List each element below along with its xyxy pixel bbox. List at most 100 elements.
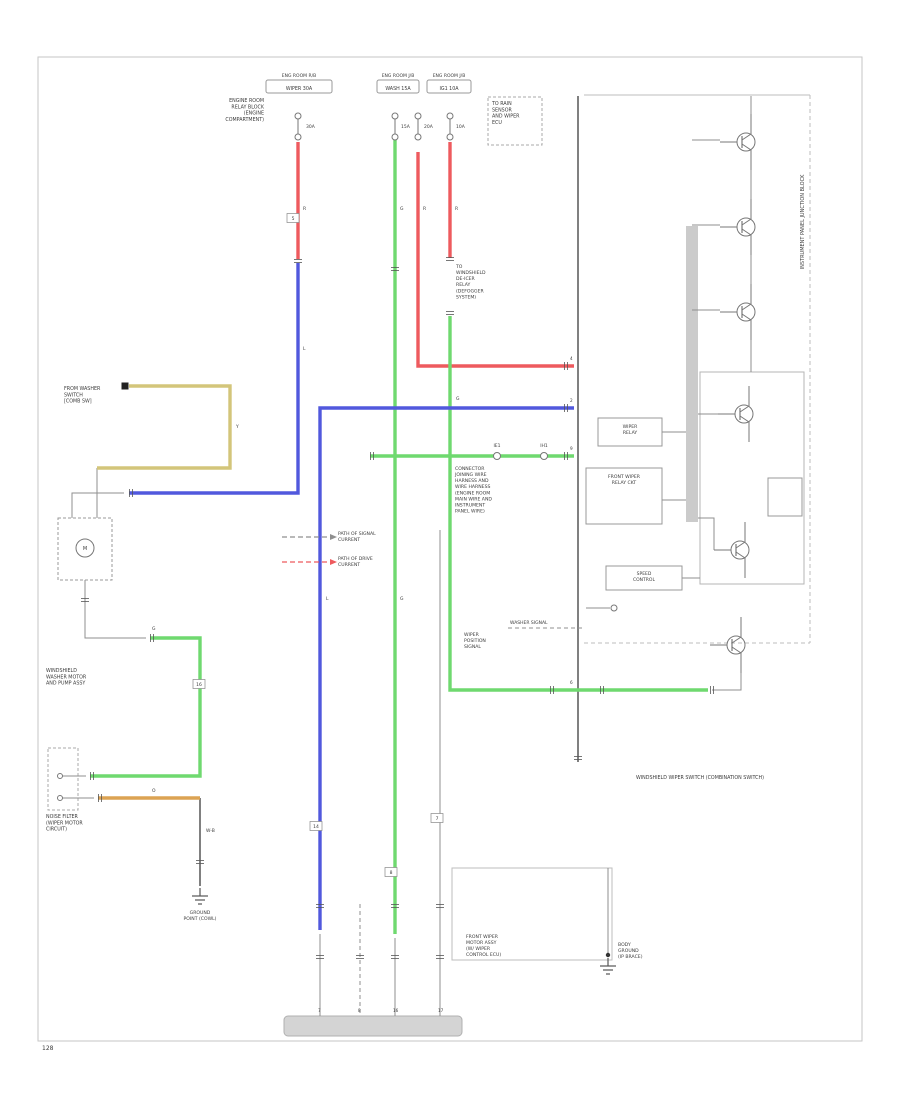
label-fuse-2-amp: 15A — [401, 124, 411, 130]
label-ground-ip-label: (IP BRACE) — [618, 954, 643, 960]
label-pin-17: 17 — [438, 1008, 444, 1013]
label-wiper-relay-label: RELAY — [623, 430, 638, 436]
label-legend-signal-label: CURRENT — [338, 537, 360, 543]
label-pin-7: 7 — [318, 1008, 321, 1013]
label-deicer-note: SYSTEM) — [456, 294, 476, 300]
driver-tr-5-collector — [735, 522, 746, 549]
label-washer-signal-label: WASHER SIGNAL — [510, 620, 548, 626]
label-connector-id-ie1: IE1 — [493, 443, 500, 449]
legend-signal-arrow-head — [330, 534, 337, 540]
noise-filter-box — [47, 747, 79, 811]
label-rain-sensor-note: ECU — [492, 120, 502, 126]
label-footer-code: 128 — [42, 1045, 54, 1052]
wiper-fuse-bottom — [294, 133, 302, 141]
label-wire-code-g2: G — [456, 396, 460, 402]
wire-tag-14-text: 14 — [313, 824, 319, 830]
label-wiper-motor-label: FRONT WIPER — [466, 934, 499, 940]
label-combination-switch-caption: WINDSHIELD WIPER SWITCH (COMBINATION SWI… — [636, 775, 764, 781]
fuse-box-2 — [376, 79, 420, 94]
driver-tr-6-body — [726, 635, 746, 655]
driver-tr-3-emitter — [741, 313, 752, 340]
wiper-motor-box — [451, 867, 613, 961]
driver-tr-6-collector — [731, 617, 742, 644]
driver-tr-1-emitter — [741, 143, 752, 170]
washer-motor-lead-3 — [84, 580, 146, 639]
label-deicer-note: RELAY — [456, 282, 471, 288]
washer-motor-wire-green — [90, 636, 202, 778]
label-wire-code-y1: Y — [235, 424, 239, 430]
label-fuse-1-amp: 30A — [306, 124, 316, 130]
wire-tag-16 — [192, 679, 206, 689]
label-deicer-note: TO — [455, 264, 463, 270]
label-washer-switch-label: FROM WASHER — [64, 386, 101, 392]
label-harness-joint-note: WIRE HARNESS — [455, 484, 490, 490]
position-connector — [610, 604, 618, 612]
driver-tr-1-body — [736, 132, 756, 152]
tr6-out-link — [712, 673, 742, 691]
label-connector-id-ih1: IH1 — [540, 443, 548, 449]
label-washer-motor-label: AND PUMP ASSY — [46, 681, 85, 687]
label-deicer-note: (DEFOGGER — [456, 288, 485, 294]
label-ground-cowl-label: POINT (COWL) — [184, 916, 217, 922]
label-position-signal-label: POSITION — [464, 638, 486, 644]
label-ground-ip-label: GROUND — [618, 948, 639, 954]
label-wire-code-wb1: W-B — [206, 828, 215, 834]
label-noise-filter-label: (WIPER MOTOR — [46, 820, 83, 826]
driver-tr-2-body — [736, 217, 756, 237]
inline-connector-ih1 — [540, 452, 548, 460]
ign-wire-red — [416, 152, 574, 368]
driver-tr-2-collector — [741, 199, 752, 226]
driver-tr-4-emitter — [739, 415, 750, 442]
label-pin-9: 9 — [570, 446, 573, 451]
label-fuse-3-amp: 20A — [424, 124, 434, 130]
ground-ip-dot — [605, 952, 611, 958]
wiper-fuse-top — [294, 112, 302, 120]
label-wiper-motor-label: (W/ WIPER — [466, 946, 491, 952]
washer-fuse-bottom — [391, 133, 399, 141]
relay-area-box — [699, 371, 805, 585]
label-relay-circuit-label: FRONT WIPER — [608, 474, 641, 480]
wire-tag-7-text: 7 — [436, 816, 439, 822]
label-deicer-note: WINDSHIELD — [456, 270, 486, 276]
washer-motor-lead-1 — [71, 492, 124, 518]
note-box — [487, 96, 543, 146]
wire-tag-8 — [384, 867, 398, 877]
label-engine-room-block-label: ENGINE ROOM — [229, 98, 264, 104]
ign-fuse-top — [414, 112, 422, 120]
label-wire-code-r2: R — [423, 206, 426, 212]
label-ground-cowl-label: GROUND — [190, 910, 211, 916]
label-wiper-motor-label: MOTOR ASSY — [466, 940, 497, 946]
driver-tr-3-collector — [741, 284, 752, 311]
wiper-feed-wire-blue — [129, 263, 300, 495]
label-wire-code-r3: R — [455, 206, 458, 212]
aux-box — [767, 477, 803, 517]
label-relay-circuit-label: RELAY CKT — [612, 480, 637, 486]
label-motor-symbol-label: M — [83, 546, 87, 552]
inline-connector-ie1 — [493, 452, 501, 460]
label-wire-code-g3: G — [400, 596, 404, 602]
label-pin-6: 6 — [570, 680, 573, 685]
label-fuse-3-name: IG1 10A — [439, 86, 459, 92]
label-fuse-box-1-header: ENG ROOM R/B — [282, 73, 316, 79]
relay-circuit-box — [585, 467, 663, 525]
label-harness-joint-note: MAIN WIRE AND — [455, 496, 492, 502]
label-harness-joint-note: INSTRUMENT — [455, 502, 485, 508]
label-fuse-box-2-header: ENG ROOM J/B — [382, 73, 415, 79]
label-engine-room-block-label: RELAY BLOCK — [231, 104, 264, 110]
label-wire-code-g4: G — [152, 626, 156, 632]
wire-tag-8-text: 8 — [390, 870, 393, 876]
label-position-signal-label: SIGNAL — [464, 644, 481, 650]
label-pin-16: 16 — [393, 1008, 399, 1013]
driver-tr-3-body — [736, 302, 756, 322]
ign-fuse-bottom — [414, 133, 422, 141]
driver-tr-2-emitter — [741, 228, 752, 255]
label-engine-room-block-label: COMPARTMENT) — [225, 117, 264, 123]
label-legend-drive-label: PATH OF DRIVE — [338, 556, 373, 562]
switch-wire-green — [448, 316, 708, 692]
label-ground-ip-label: BODY — [618, 942, 631, 948]
driver-tr-4-collector — [739, 386, 750, 413]
label-deicer-note: DE-ICER — [456, 276, 476, 282]
washer-motor-symbol — [75, 538, 95, 558]
label-wiper-relay-label: WIPER — [623, 424, 639, 430]
